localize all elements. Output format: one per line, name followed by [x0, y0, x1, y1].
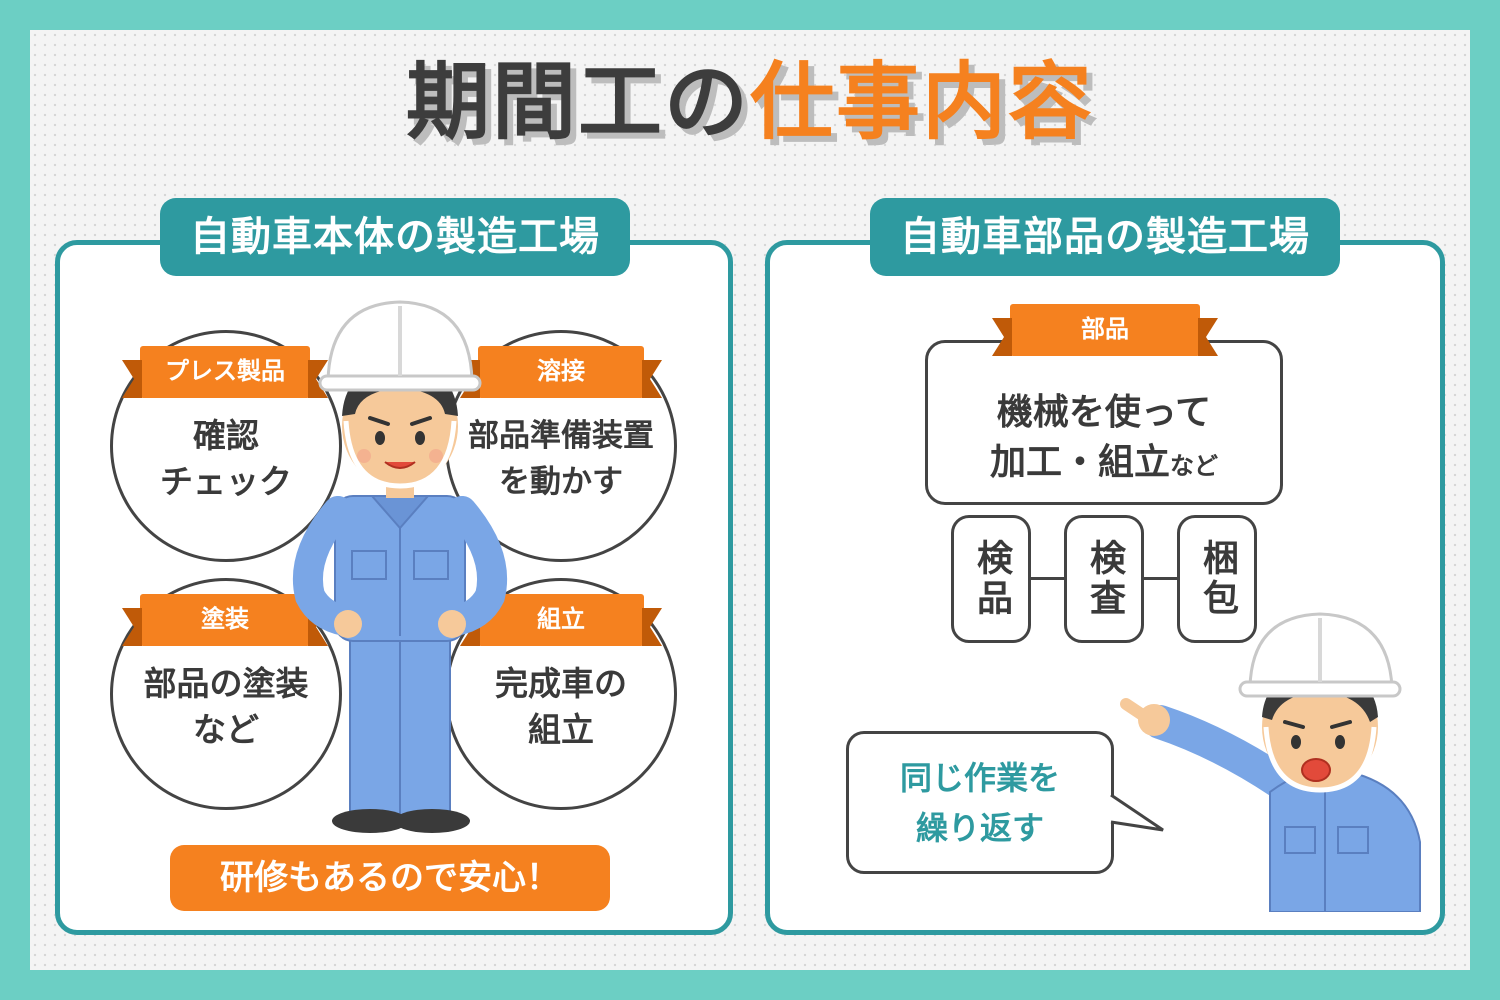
step-inspection-goods: 検品	[951, 515, 1031, 643]
car-parts-factory-heading: 自動車部品の製造工場	[870, 198, 1340, 276]
step-connector-2	[1143, 577, 1179, 580]
step-packing-label: 梱包	[1197, 539, 1238, 619]
step-inspection-label: 検査	[1084, 539, 1125, 619]
parts-process-box	[925, 340, 1283, 505]
parts-line-2-small: など	[1170, 452, 1218, 480]
worker-illustration	[292, 300, 508, 833]
step-connector-1	[1030, 577, 1066, 580]
parts-process-text: 機械を使って 加工・組立など	[925, 388, 1283, 491]
task-text-painting: 部品の塗装 など	[143, 664, 309, 749]
pointing-worker-illustration	[1120, 612, 1421, 912]
speech-bubble-tail	[1110, 793, 1164, 832]
task-text-assembly: 完成車の 組立	[495, 664, 627, 749]
page-title: 期間工の仕事内容	[0, 52, 1500, 152]
parts-line-1: 機械を使って	[996, 392, 1212, 433]
speech-text: 同じ作業を 繰り返す	[899, 759, 1060, 847]
title-part-1: 期間工の	[405, 53, 750, 151]
parts-line-2-main: 加工・組立	[989, 442, 1170, 483]
task-tag-welding: 溶接	[460, 346, 662, 398]
car-body-factory-heading: 自動車本体の製造工場	[160, 198, 630, 276]
task-text-welding: 部品準備装置 を動かす	[468, 418, 654, 500]
parts-line-2: 加工・組立など	[925, 438, 1283, 491]
training-reassurance-banner: 研修もあるので安心！	[170, 845, 610, 911]
task-tag-painting: 塗装	[122, 594, 328, 646]
step-inspection-goods-label: 検品	[971, 539, 1012, 619]
step-packing: 梱包	[1177, 515, 1257, 643]
task-tag-press: プレス製品	[122, 346, 328, 398]
speech-bubble	[846, 731, 1114, 874]
parts-tag: 部品	[992, 304, 1218, 356]
step-inspection: 検査	[1064, 515, 1144, 643]
title-part-2: 仕事内容	[750, 53, 1095, 151]
task-text-press: 確認 チェック	[160, 416, 292, 501]
